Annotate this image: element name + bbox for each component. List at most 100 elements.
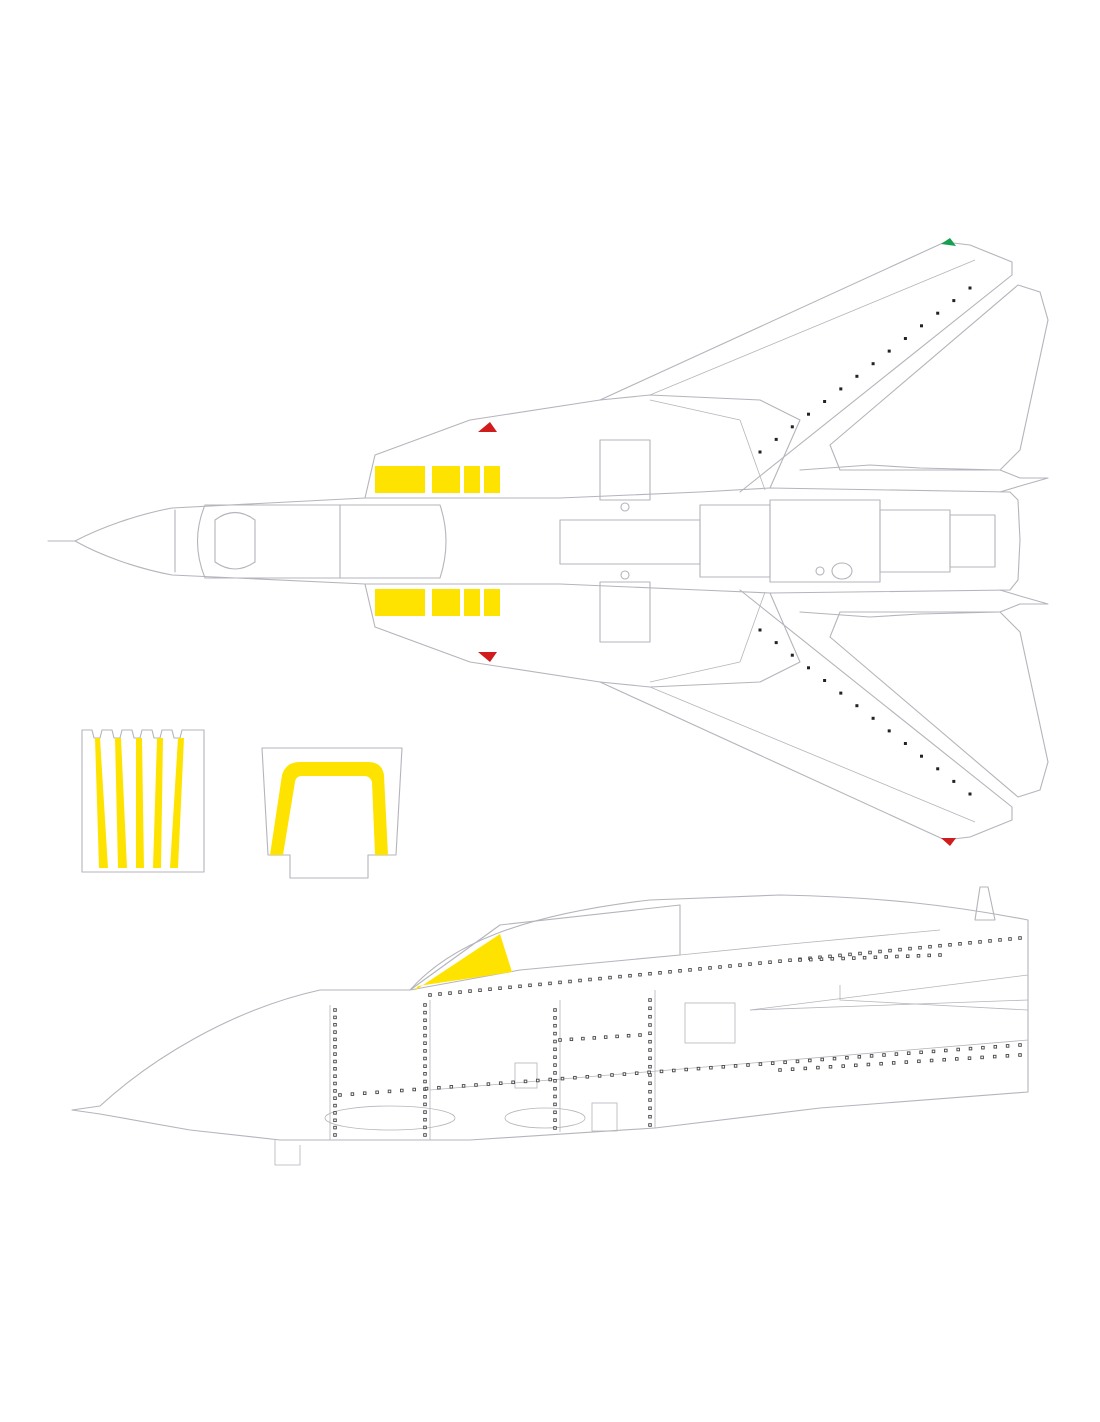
rivet	[508, 985, 512, 990]
rivet	[648, 1006, 652, 1011]
rivet	[1018, 936, 1022, 940]
rivet	[488, 987, 492, 991]
rivet	[592, 1036, 597, 1040]
rivet	[628, 973, 632, 978]
rivet	[333, 1118, 337, 1123]
rivet	[848, 952, 852, 957]
rivet	[333, 1096, 337, 1100]
rivet	[888, 948, 892, 953]
rivet	[511, 1080, 515, 1085]
rivet	[738, 963, 742, 967]
nozzle-petal-mask	[136, 738, 144, 868]
rivet	[558, 1038, 562, 1042]
wing-dot	[855, 374, 859, 378]
rivet	[603, 1035, 608, 1039]
rivet	[968, 941, 972, 945]
side-canopy-rail	[679, 929, 941, 956]
rivet	[553, 1008, 557, 1012]
rivet	[908, 946, 912, 951]
rivet	[423, 1033, 427, 1038]
rivet	[478, 988, 482, 992]
wingtip-nav-light-green	[941, 238, 956, 246]
rivet	[647, 1070, 651, 1075]
rivet	[955, 1057, 959, 1061]
rivet	[898, 947, 902, 952]
top-lower-wing-dots	[758, 628, 972, 796]
rivet	[852, 956, 856, 960]
top-lower-stabilator	[829, 611, 1049, 798]
rivet	[424, 1086, 429, 1091]
rivet	[1005, 1054, 1010, 1058]
top-upper-wing-dots	[758, 286, 972, 454]
rivet	[1018, 1043, 1022, 1047]
rivet	[938, 953, 942, 957]
rivet	[916, 954, 921, 958]
rivet	[553, 1055, 557, 1059]
rivet	[770, 1061, 775, 1065]
rivet	[578, 978, 582, 983]
wing-dot	[774, 641, 778, 645]
top-lower-glove	[364, 583, 801, 688]
canopy-frame-mask	[270, 762, 388, 855]
rivet	[423, 1072, 427, 1076]
rivet	[498, 986, 502, 990]
nozzle-petal-mask	[95, 738, 108, 868]
rivet	[891, 1061, 896, 1065]
wing-dot	[807, 412, 810, 416]
rivet	[428, 993, 432, 997]
nozzle-petal-mask	[170, 738, 184, 868]
rivet	[412, 1087, 416, 1092]
rivet	[333, 1022, 337, 1027]
rivet	[790, 1067, 795, 1071]
glove-vane-masks-lower	[375, 589, 500, 616]
rivet	[778, 959, 782, 963]
rivet	[548, 981, 552, 986]
rivet	[758, 1062, 763, 1066]
rivet	[929, 1058, 934, 1063]
rivet	[423, 1125, 427, 1130]
rivet	[733, 1064, 738, 1068]
rivet	[553, 1039, 557, 1044]
rivet	[819, 957, 824, 961]
rivet	[956, 1047, 960, 1052]
rivet	[942, 1057, 946, 1062]
rivet	[918, 945, 922, 950]
wing-dot	[871, 716, 875, 720]
rivet	[333, 1103, 337, 1108]
rivet	[803, 1066, 808, 1071]
rivet	[560, 1076, 565, 1081]
rivet	[333, 1081, 337, 1086]
nozzle-mask-template	[81, 729, 205, 873]
rivet	[809, 957, 813, 962]
rivet	[553, 1126, 557, 1130]
rivet	[461, 1084, 466, 1088]
nozzle-mask-outline	[81, 729, 205, 873]
top-fuselage-outline	[59, 487, 1021, 594]
rivet	[423, 1117, 427, 1122]
rivet	[648, 1048, 652, 1052]
nozzle-petal-mask	[153, 738, 163, 868]
rivet	[672, 1068, 676, 1073]
rivet	[438, 992, 442, 996]
rivet	[668, 970, 672, 974]
rivet	[333, 1008, 337, 1012]
wing-dot	[920, 754, 923, 758]
rivet	[423, 1102, 427, 1107]
rivet	[696, 1066, 701, 1071]
rivet	[798, 958, 802, 962]
rivet	[783, 1060, 787, 1065]
glove-vane-mask	[464, 589, 480, 616]
rivet	[1008, 937, 1012, 941]
wing-dot	[839, 387, 843, 391]
wing-dot	[855, 704, 859, 708]
rivet	[648, 1031, 652, 1036]
rivet	[1005, 1044, 1010, 1048]
wing-dot	[807, 666, 810, 670]
rivet	[857, 1055, 862, 1059]
rivet	[423, 1064, 427, 1068]
rivet	[854, 1063, 858, 1068]
rivet	[816, 1065, 820, 1070]
rivet	[333, 1045, 337, 1049]
side-rivet-pattern	[333, 936, 1022, 1137]
